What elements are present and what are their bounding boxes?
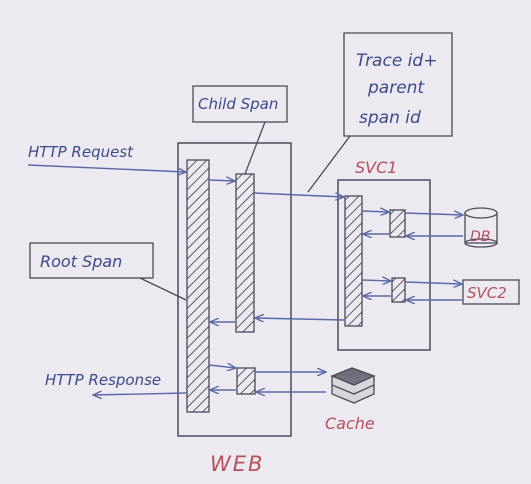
svc2span-to-svc2-arrow [404, 282, 462, 284]
svc1-span-bar [344, 195, 363, 327]
child-span-box [192, 85, 288, 123]
call-arrows [208, 180, 463, 392]
trace-id-box [343, 32, 453, 137]
http-request-arrow [27, 164, 186, 172]
svc1-box [337, 179, 431, 351]
trace-note-line2: parent [367, 78, 425, 98]
cache-call-span [236, 367, 256, 395]
db-cylinder-top [464, 207, 498, 219]
svc2-box [462, 279, 520, 305]
root-span-bar [186, 159, 210, 413]
root-span-box [29, 242, 154, 279]
child-to-svc1-arrow [253, 192, 344, 197]
svc1-label: SVC1 [355, 158, 397, 177]
cache-node: Cache [325, 367, 376, 433]
svc1-to-svc2span-arrow [361, 280, 391, 281]
http-response-flow: HTTP Response [45, 371, 188, 395]
http-request-flow: HTTP Request [27, 143, 186, 172]
child-span-callout: Child Span [192, 85, 288, 175]
cache-label: Cache [325, 414, 375, 433]
svc2-label: SVC2 [467, 284, 507, 302]
db-call-span [389, 209, 406, 238]
trace-id-pointer [307, 135, 351, 193]
svc2-node: SVC2 [462, 279, 520, 305]
child-span-bar [235, 173, 255, 333]
dbspan-to-db-arrow [404, 213, 463, 215]
root-to-cachespan-arrow [208, 365, 236, 368]
db-label: DB [470, 229, 490, 245]
svc2-call-span [391, 277, 406, 303]
svc1-to-child-arrow [255, 318, 345, 320]
child-span-pointer [244, 121, 266, 175]
web-service: WEB [177, 142, 292, 476]
web-label: WEB [210, 452, 264, 476]
db-cylinder-bottom [464, 238, 498, 248]
root-span-pointer [139, 277, 187, 301]
trace-note-line1: Trace id+ [356, 51, 437, 71]
root-to-child-arrow [208, 180, 235, 181]
root-span-callout: Root Span [29, 242, 187, 301]
trace-id-callout: Trace id+ parent span id [307, 32, 453, 193]
svc1-to-dbspan-arrow [361, 211, 389, 212]
http-request-label: HTTP Request [28, 143, 134, 161]
child-span-label: Child Span [198, 95, 278, 113]
db-node: DB [464, 207, 498, 248]
root-span-label: Root Span [40, 252, 122, 271]
svc1-service: SVC1 [337, 158, 431, 351]
cache-icon-shading [332, 368, 374, 385]
trace-note-line3: span id [359, 108, 421, 128]
http-response-arrow [93, 393, 188, 395]
http-response-label: HTTP Response [45, 371, 161, 389]
web-box [177, 142, 292, 437]
